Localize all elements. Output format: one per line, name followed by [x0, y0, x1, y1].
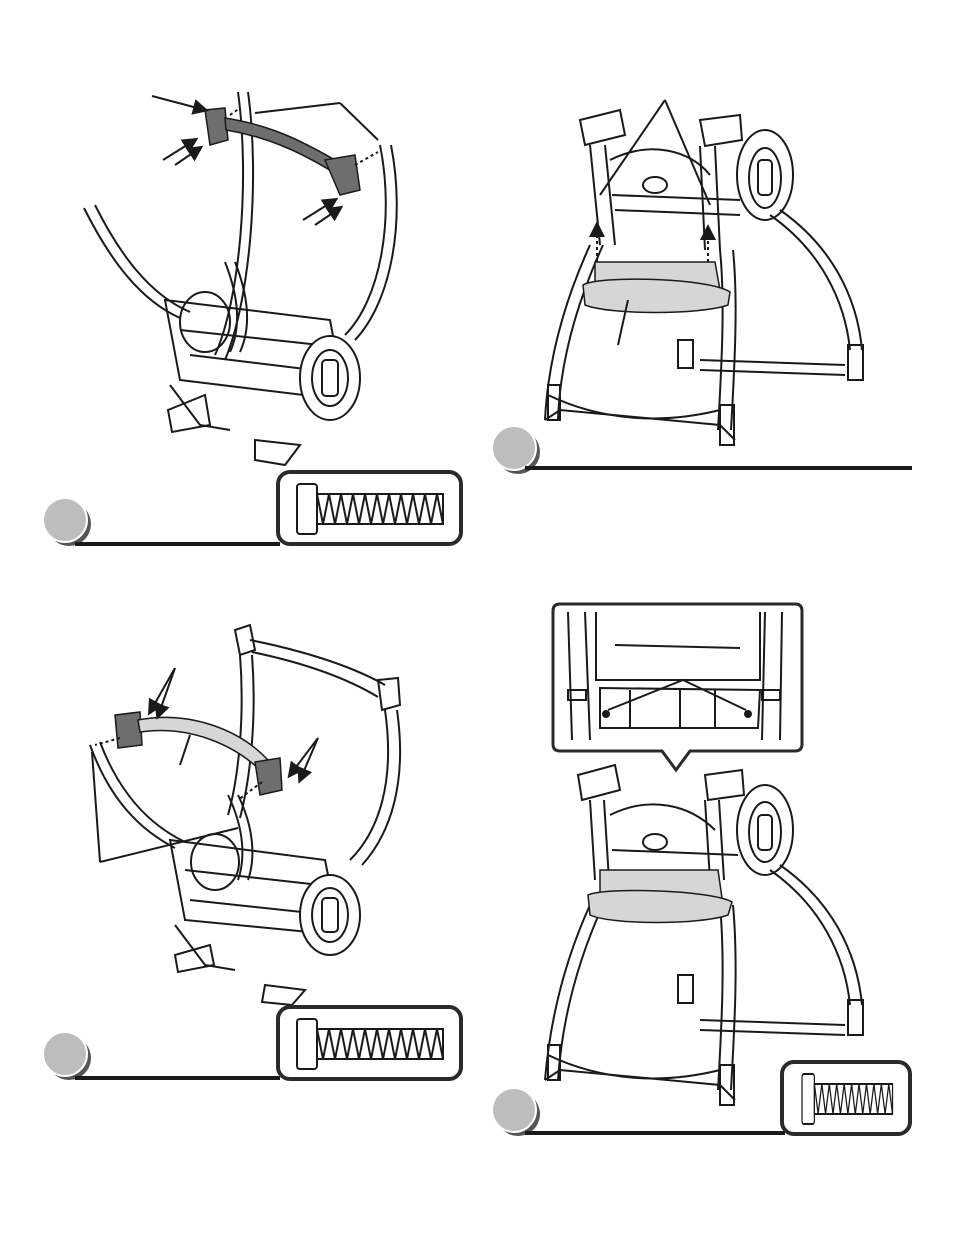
- highchair-illustration-2: [545, 765, 863, 1105]
- frame-illustration-1: [84, 92, 397, 465]
- step-top-right: [492, 100, 912, 474]
- step-bar-2: [492, 426, 912, 474]
- frame-illustration-2: [90, 625, 400, 1005]
- tray-arm-part-1: [205, 108, 360, 195]
- step-badge-icon: [492, 1088, 540, 1136]
- step-bar-1: [43, 472, 461, 546]
- step-top-left: [43, 92, 461, 546]
- step-badge-icon: [43, 1032, 91, 1080]
- step-bottom-right: [492, 604, 910, 1136]
- footrest-installed: [588, 870, 732, 923]
- tray-arm-part-2: [115, 712, 282, 795]
- callout-lines-3: [92, 668, 318, 862]
- step-bar-3: [43, 1007, 461, 1080]
- footrest-part: [583, 262, 730, 313]
- detail-inset: [553, 604, 802, 770]
- step-badge-icon: [43, 498, 91, 546]
- step-bottom-left: [43, 625, 461, 1080]
